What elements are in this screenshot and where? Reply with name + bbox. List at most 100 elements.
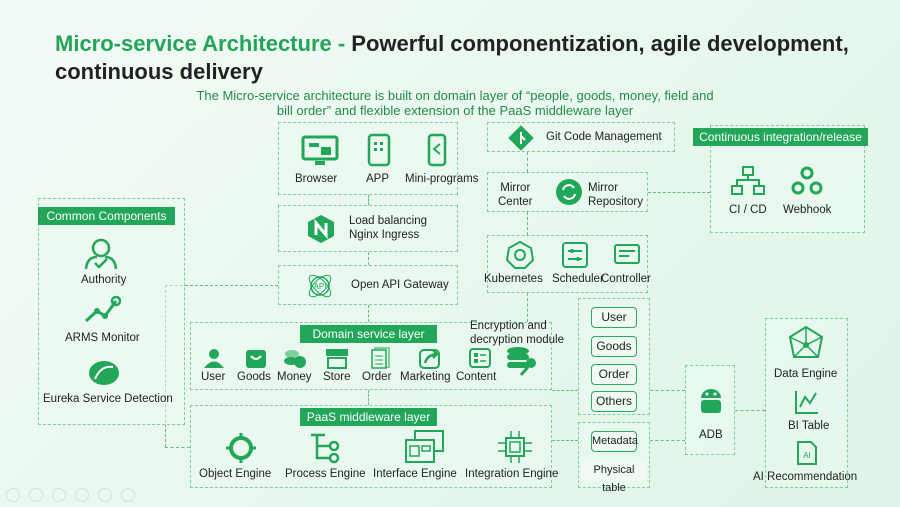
db-order: Order	[591, 364, 637, 385]
arms-monitor-label: ARMS Monitor	[65, 332, 140, 344]
next-slide-button[interactable]	[29, 488, 43, 502]
k8s-box: Kubernetes Scheduler Controller	[484, 235, 651, 293]
bi-table-label: BI Table	[788, 420, 830, 432]
connector	[552, 440, 578, 441]
connector	[527, 212, 528, 235]
connector	[650, 390, 685, 391]
mirror-center-label-2: Center	[498, 196, 533, 208]
nginx-label-2: Nginx Ingress	[349, 229, 420, 241]
client-mini-programs: Mini-programs	[405, 173, 479, 185]
ai-icon: AI	[796, 440, 818, 466]
scheduler-icon	[562, 242, 588, 268]
git-label: Git Code Management	[546, 131, 662, 143]
user-icon	[203, 347, 225, 369]
encrypted-database-icon	[505, 345, 539, 377]
connector	[368, 195, 369, 205]
pen-tool-button[interactable]	[52, 488, 66, 502]
eureka-label: Eureka Service Detection	[43, 393, 173, 405]
connector	[165, 285, 278, 286]
data-engine-icon	[788, 325, 824, 361]
integration-engine-icon	[497, 430, 533, 464]
app-icon	[367, 133, 391, 167]
mirror-repo-label-2: Repository	[588, 196, 643, 208]
paas-interface-engine: Interface Engine	[373, 468, 457, 480]
connector	[165, 447, 190, 448]
api-icon: API	[305, 271, 335, 301]
nginx-label-1: Load balancing	[349, 215, 428, 227]
interface-engine-icon	[405, 430, 445, 464]
process-engine-icon	[309, 432, 343, 464]
marketing-icon	[419, 347, 441, 369]
db-others: Others	[591, 391, 637, 412]
order-icon	[371, 347, 391, 369]
domain-layer-header: Domain service layer	[300, 325, 437, 343]
kubernetes-icon	[506, 241, 534, 269]
eureka-icon	[87, 357, 121, 387]
k8s-scheduler: Scheduler	[552, 273, 604, 285]
domain-marketing: Marketing	[400, 371, 451, 383]
common-components-box: Authority ARMS Monitor Eureka Service De…	[38, 198, 185, 425]
database-box: User Goods Order Others	[578, 298, 650, 415]
common-components-header: Common Components	[38, 207, 175, 225]
domain-order: Order	[362, 371, 392, 383]
metadata-label: Metadata	[591, 431, 638, 452]
domain-content: Content	[456, 371, 497, 383]
connector	[527, 293, 528, 322]
android-icon	[698, 386, 724, 416]
data-engine-label: Data Engine	[774, 368, 838, 380]
prev-slide-button[interactable]	[6, 488, 20, 502]
data-box: Data Engine BI Table AI AI Recommendatio…	[753, 318, 857, 488]
mirror-repo-label: Mirror	[588, 182, 619, 194]
domain-goods: Goods	[237, 371, 271, 383]
k8s-kubernetes: Kubernetes	[484, 273, 543, 285]
domain-money: Money	[277, 371, 312, 383]
page-title: Micro-service Architecture - Powerful co…	[55, 31, 849, 84]
db-user: User	[591, 307, 637, 328]
metadata-box: Metadata Physical table	[578, 422, 650, 494]
goods-icon	[245, 347, 267, 369]
more-options-button[interactable]	[121, 488, 135, 502]
git-icon	[508, 125, 534, 151]
ci-cd-label: CI / CD	[729, 204, 767, 216]
ci-header: Continuous integration/release	[693, 128, 868, 146]
webhook-label: Webhook	[783, 204, 832, 216]
api-gateway-box: API Open API Gateway	[278, 265, 458, 305]
client-app: APP	[366, 173, 390, 185]
connector	[368, 390, 369, 405]
client-browser: Browser	[295, 173, 338, 185]
encryption-label-2: decryption module	[470, 334, 564, 346]
nginx-icon	[307, 214, 335, 244]
connector	[527, 152, 528, 172]
gateway-label: Open API Gateway	[351, 279, 449, 291]
svg-text:AI: AI	[803, 451, 811, 460]
adb-label: ADB	[699, 429, 723, 441]
domain-user: User	[201, 371, 226, 383]
adb-box: ADB	[685, 365, 735, 455]
mirror-center-label: Mirror	[500, 182, 531, 194]
bi-table-icon	[794, 389, 820, 415]
connector	[368, 305, 369, 322]
zoom-button[interactable]	[98, 488, 112, 502]
monitor-icon	[83, 295, 121, 325]
authority-icon	[83, 237, 119, 271]
browser-icon	[301, 135, 339, 167]
connector	[368, 252, 369, 265]
ai-recommendation-label: AI Recommendation	[753, 471, 858, 483]
physical-table-label: Physical table	[581, 460, 647, 494]
connector	[648, 192, 710, 193]
mini-program-icon	[427, 133, 447, 167]
paas-layer-header: PaaS middleware layer	[300, 408, 437, 426]
subtitle: The Micro-service architecture is built …	[196, 88, 714, 118]
db-goods: Goods	[591, 336, 637, 357]
connector	[650, 440, 685, 441]
store-icon	[325, 347, 349, 369]
content-icon	[469, 347, 491, 369]
client-box: Browser APP Mini-programs	[278, 122, 479, 195]
k8s-controller: Controller	[601, 273, 651, 285]
pointer-tool-button[interactable]	[75, 488, 89, 502]
paas-process-engine: Process Engine	[285, 468, 366, 480]
connector	[735, 410, 765, 411]
object-engine-icon	[225, 432, 257, 464]
controller-icon	[614, 242, 640, 268]
